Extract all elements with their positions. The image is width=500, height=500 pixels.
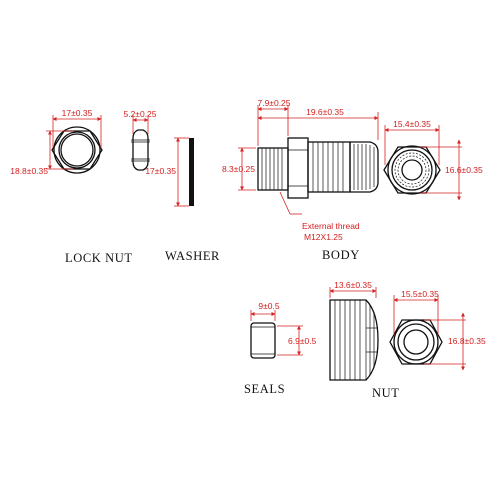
nut-dimensions: 13.6±0.35 15.5±0.35 16.8±0.35: [329, 280, 486, 371]
nut-caption: NUT: [372, 386, 400, 400]
thread-note-line2: M12X1.25: [304, 232, 343, 242]
body-end-view: [383, 145, 441, 195]
nut-width-dim: 15.5±0.35: [401, 289, 439, 299]
seal-length-dim: 9±0.5: [258, 301, 279, 311]
body-dimensions: 7.9±0.25 19.6±0.35 8.3±0.25 15.4±0.35 16…: [222, 98, 483, 242]
lock-nut-width-dim: 17±0.35: [62, 108, 93, 118]
body-thread-dia-dim: 8.3±0.25: [222, 164, 255, 174]
seal-side-view: [250, 322, 276, 359]
washer-dimensions: 17±0.35: [145, 137, 189, 207]
seal-dia-dim: 6.9±0.5: [288, 336, 317, 346]
lock-nut-thickness-dim: 5.2±0.25: [123, 109, 156, 119]
lock-nut-height-dim: 18.8±0.35: [10, 166, 48, 176]
body-side-view: [257, 137, 379, 199]
body-end-width-dim: 15.4±0.35: [393, 119, 431, 129]
body-length-dim: 19.6±0.35: [306, 107, 344, 117]
washer-height-dim: 17±0.35: [145, 166, 176, 176]
washer-side-view: [189, 138, 194, 206]
nut-length-dim: 13.6±0.35: [334, 280, 372, 290]
body-end-height-dim: 16.6±0.35: [445, 165, 483, 175]
lock-nut-side-view: [131, 129, 150, 171]
seals-caption: SEALS: [244, 382, 285, 396]
nut-side-view: [329, 299, 379, 381]
washer-caption: WASHER: [165, 249, 220, 263]
thread-note-line1: External thread: [302, 221, 360, 231]
nut-height-dim: 16.8±0.35: [448, 336, 486, 346]
lock-nut-dimensions: 17±0.35 18.8±0.35 5.2±0.25: [10, 108, 157, 176]
seal-dimensions: 9±0.5 6.9±0.5: [250, 301, 317, 356]
lock-nut-front-view: [51, 126, 103, 174]
body-left-dim: 7.9±0.25: [257, 98, 290, 108]
body-caption: BODY: [322, 248, 360, 262]
nut-end-view: [389, 319, 443, 365]
lock-nut-caption: LOCK NUT: [65, 251, 133, 265]
